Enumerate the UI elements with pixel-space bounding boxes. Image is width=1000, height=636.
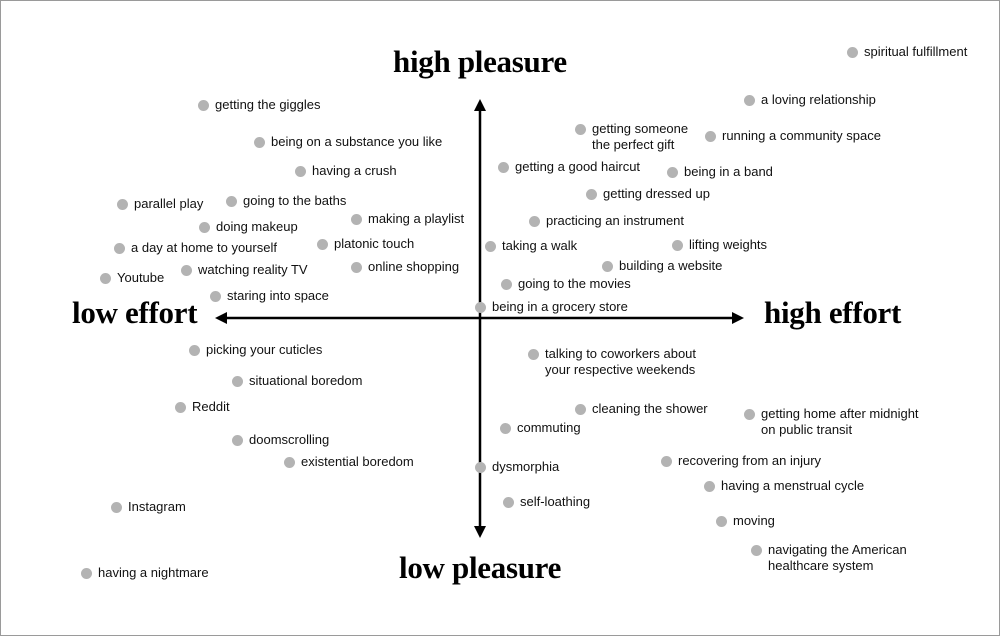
activity-dot: [475, 462, 486, 473]
activity-label: lifting weights: [689, 237, 768, 252]
activity-label: staring into space: [227, 288, 329, 303]
axis-label-low-effort: low effort: [72, 295, 198, 330]
activity-dot: [485, 241, 496, 252]
activity-dot: [117, 199, 128, 210]
activity-dot: [175, 402, 186, 413]
activity-dot: [751, 545, 762, 556]
activity-dot: [254, 137, 265, 148]
activity-dot: [114, 243, 125, 254]
activity-dot: [847, 47, 858, 58]
activity-dot: [199, 222, 210, 233]
activity-dot: [189, 345, 200, 356]
activity-label: commuting: [517, 420, 581, 435]
activity-dot: [744, 95, 755, 106]
activity-label: having a menstrual cycle: [721, 478, 865, 493]
activity-label: having a nightmare: [98, 565, 209, 580]
activity-dot: [744, 409, 755, 420]
activity-label: getting a good haircut: [515, 159, 641, 174]
arrow-left-icon: [215, 312, 227, 324]
activity-label: Reddit: [192, 399, 230, 414]
activity-label: existential boredom: [301, 454, 414, 469]
activity-dot: [295, 166, 306, 177]
activity-dot: [500, 423, 511, 434]
axis-label-high-effort: high effort: [764, 295, 902, 330]
activity-label: doing makeup: [216, 219, 298, 234]
activity-dot: [716, 516, 727, 527]
activity-dot: [226, 196, 237, 207]
arrow-right-icon: [732, 312, 744, 324]
activity-label: talking to coworkers about your respecti…: [545, 346, 697, 377]
activity-dot: [232, 376, 243, 387]
axis-label-high-pleasure: high pleasure: [393, 44, 567, 79]
activity-label: having a crush: [312, 163, 397, 178]
activity-label: parallel play: [134, 196, 204, 211]
activity-dot: [81, 568, 92, 579]
activity-label: being on a substance you like: [271, 134, 443, 149]
activity-label: online shopping: [368, 259, 460, 274]
activity-dot: [667, 167, 678, 178]
activity-dot: [351, 262, 362, 273]
activity-dot: [501, 279, 512, 290]
activity-label: building a website: [619, 258, 723, 273]
activity-dot: [704, 481, 715, 492]
activity-dot: [317, 239, 328, 250]
activity-label: picking your cuticles: [206, 342, 323, 357]
activity-label: self-loathing: [520, 494, 591, 509]
activity-dot: [586, 189, 597, 200]
activity-dot: [351, 214, 362, 225]
activity-label: a day at home to yourself: [131, 240, 277, 255]
activity-label: making a playlist: [368, 211, 465, 226]
activity-label: doomscrolling: [249, 432, 330, 447]
activity-label: cleaning the shower: [592, 401, 708, 416]
activity-label: platonic touch: [334, 236, 415, 251]
activity-label: getting home after midnight on public tr…: [761, 406, 919, 437]
activity-dot: [575, 404, 586, 415]
activity-dot: [661, 456, 672, 467]
activity-dot: [111, 502, 122, 513]
activity-dot: [210, 291, 221, 302]
activity-label: getting someone the perfect gift: [592, 121, 689, 152]
activity-dot: [503, 497, 514, 508]
activity-label: taking a walk: [502, 238, 578, 253]
activity-dot: [284, 457, 295, 468]
activity-label: being in a grocery store: [492, 299, 628, 314]
activity-label: a loving relationship: [761, 92, 876, 107]
activity-dot: [181, 265, 192, 276]
activity-dot: [198, 100, 209, 111]
activity-dot: [100, 273, 111, 284]
activity-label: getting dressed up: [603, 186, 710, 201]
activity-label: watching reality TV: [198, 262, 308, 277]
activity-dot: [672, 240, 683, 251]
activity-dot: [232, 435, 243, 446]
activity-label: navigating the American healthcare syste…: [768, 542, 907, 573]
activity-dot: [575, 124, 586, 135]
activity-dot: [528, 349, 539, 360]
activity-label: recovering from an injury: [678, 453, 822, 468]
activity-label: moving: [733, 513, 775, 528]
activity-label: being in a band: [684, 164, 773, 179]
activity-dot: [602, 261, 613, 272]
activity-dot: [529, 216, 540, 227]
activity-dot: [475, 302, 486, 313]
activity-label: dysmorphia: [492, 459, 560, 474]
axis-label-low-pleasure: low pleasure: [399, 550, 562, 585]
arrow-up-icon: [474, 99, 486, 111]
arrow-down-icon: [474, 526, 486, 538]
activity-label: running a community space: [722, 128, 881, 143]
activity-label: Youtube: [117, 270, 165, 285]
activity-label: Instagram: [128, 499, 186, 514]
activity-label: situational boredom: [249, 373, 363, 388]
activity-label: spiritual fulfillment: [864, 44, 968, 59]
activity-dot: [705, 131, 716, 142]
activity-label: going to the movies: [518, 276, 631, 291]
activity-dot: [498, 162, 509, 173]
activity-label: going to the baths: [243, 193, 347, 208]
activity-label: getting the giggles: [215, 97, 321, 112]
activity-label: practicing an instrument: [546, 213, 685, 228]
